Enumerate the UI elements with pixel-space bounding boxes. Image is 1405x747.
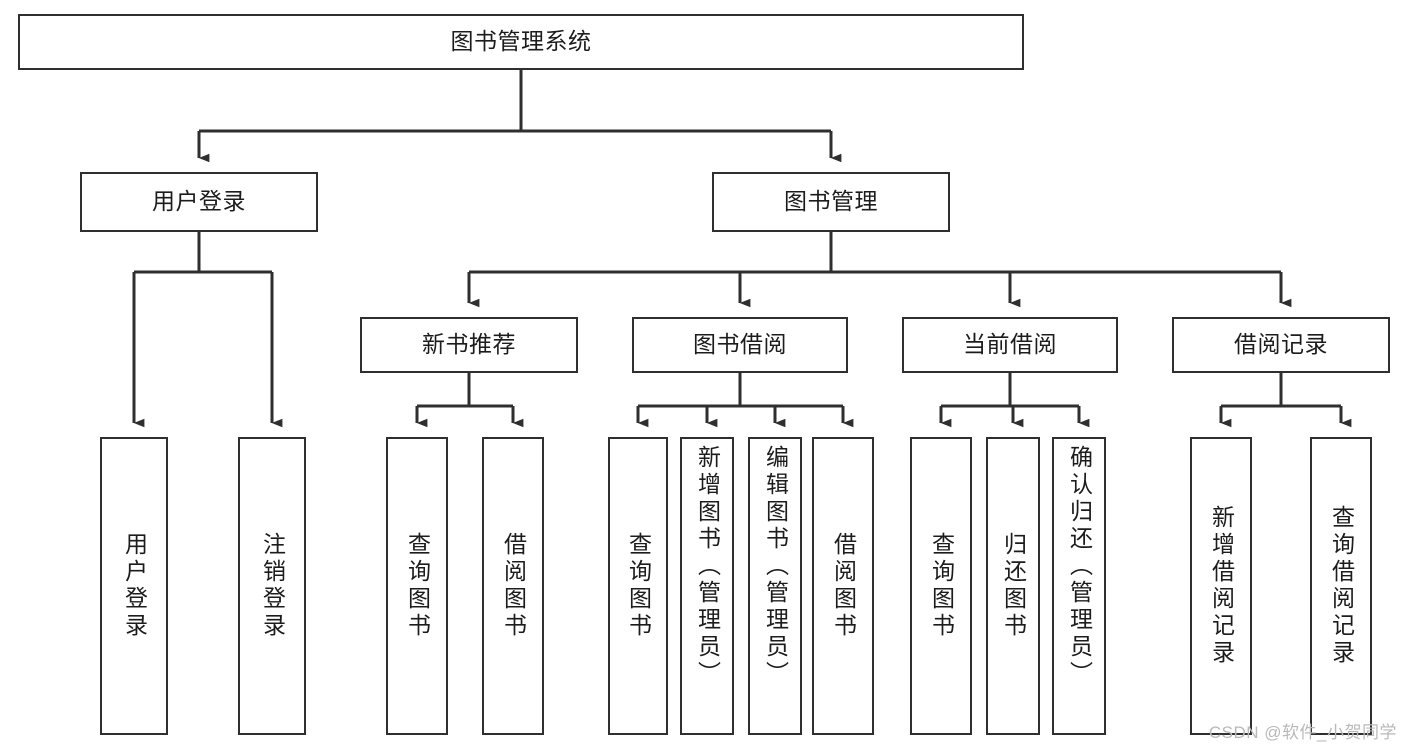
leaf-text-wrap: 借阅图书 [814, 439, 872, 733]
node-current-borrow[interactable]: 当前借阅 [902, 317, 1118, 373]
leaf-text-wrap: 编辑图书（管理员） [750, 439, 800, 733]
node-label: 注销登录 [259, 532, 286, 640]
leaf-query-borrow-record[interactable]: 查询借阅记录 [1310, 437, 1372, 735]
watermark-text: CSDN @软件_小贺同学 [1208, 723, 1397, 742]
leaf-query-book-current[interactable]: 查询图书 [910, 437, 972, 735]
leaf-query-book-borrow[interactable]: 查询图书 [608, 437, 668, 735]
leaf-text-wrap: 用户登录 [102, 439, 166, 733]
leaf-user-login[interactable]: 用户登录 [100, 437, 168, 735]
leaf-text-wrap: 查询借阅记录 [1312, 439, 1370, 733]
leaf-borrow-book-borrow[interactable]: 借阅图书 [812, 437, 874, 735]
node-new-book-recommend[interactable]: 新书推荐 [360, 317, 578, 373]
leaf-text-wrap: 查询图书 [388, 439, 446, 733]
leaf-text-wrap: 新增图书（管理员） [682, 439, 732, 733]
node-book-borrow[interactable]: 图书借阅 [632, 317, 848, 373]
node-label: 图书借阅 [693, 331, 787, 358]
leaf-text-wrap: 归还图书 [988, 439, 1038, 733]
leaf-text-wrap: 借阅图书 [484, 439, 542, 733]
node-book-management[interactable]: 图书管理 [712, 172, 950, 232]
node-label: 图书管理 [784, 188, 878, 215]
node-label: 查询图书 [928, 532, 955, 640]
node-label: 新增借阅记录 [1208, 505, 1235, 667]
node-label: 新书推荐 [422, 331, 516, 358]
leaf-text-wrap: 注销登录 [240, 439, 304, 733]
node-label: 借阅图书 [500, 532, 527, 640]
node-label: 借阅记录 [1234, 331, 1328, 358]
node-label: 当前借阅 [963, 331, 1057, 358]
leaf-add-borrow-record[interactable]: 新增借阅记录 [1190, 437, 1252, 735]
node-label: 查询借阅记录 [1328, 505, 1355, 667]
node-label: 用户登录 [152, 188, 246, 215]
leaf-logout[interactable]: 注销登录 [238, 437, 306, 735]
node-label: 用户登录 [121, 532, 148, 640]
leaf-text-wrap: 查询图书 [610, 439, 666, 733]
leaf-return-book[interactable]: 归还图书 [986, 437, 1040, 735]
leaf-edit-book-admin[interactable]: 编辑图书（管理员） [748, 437, 802, 735]
node-label: 新增图书（管理员） [694, 445, 721, 688]
leaf-query-book-recommend[interactable]: 查询图书 [386, 437, 448, 735]
node-borrow-record[interactable]: 借阅记录 [1172, 317, 1390, 373]
leaf-text-wrap: 新增借阅记录 [1192, 439, 1250, 733]
leaf-borrow-book-recommend[interactable]: 借阅图书 [482, 437, 544, 735]
leaf-text-wrap: 查询图书 [912, 439, 970, 733]
node-label: 查询图书 [625, 532, 652, 640]
node-label: 归还图书 [1000, 532, 1027, 640]
node-label: 图书管理系统 [450, 28, 592, 55]
node-label: 借阅图书 [830, 532, 857, 640]
node-label: 编辑图书（管理员） [762, 445, 789, 688]
node-book-management-system[interactable]: 图书管理系统 [18, 14, 1024, 70]
node-user-login[interactable]: 用户登录 [80, 172, 318, 232]
leaf-add-book-admin[interactable]: 新增图书（管理员） [680, 437, 734, 735]
leaf-confirm-return-admin[interactable]: 确认归还（管理员） [1052, 437, 1106, 735]
node-label: 查询图书 [404, 532, 431, 640]
node-label: 确认归还（管理员） [1066, 445, 1093, 688]
leaf-text-wrap: 确认归还（管理员） [1054, 439, 1104, 733]
